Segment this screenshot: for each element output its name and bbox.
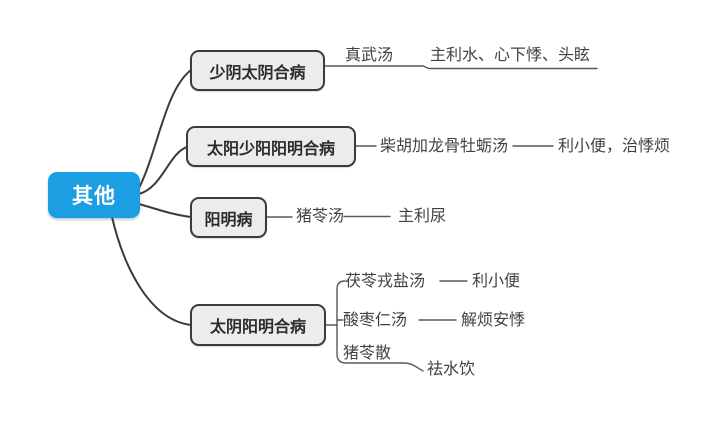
leaf-node-zhenwutang[interactable]: 真武汤 <box>345 47 394 64</box>
connector-root-to-branch-4 <box>111 216 192 326</box>
connector-root-to-branch-1 <box>138 69 192 189</box>
root-node-label: 其他 <box>72 185 116 208</box>
leaf-node-fuling-rongyantang-effect[interactable]: 利小便 <box>472 273 521 290</box>
connector-branch4-bracket-top <box>336 280 346 326</box>
connector-zhenwutang-to-effect <box>422 65 598 70</box>
branch-node-label: 太阳少阳阳明合病 <box>206 140 335 158</box>
branch-node-taiyin-yangming[interactable]: 太阴阳明合病 <box>190 304 326 346</box>
leaf-node-zhenwutang-effect[interactable]: 主利水、心下悸、头眩 <box>430 47 591 64</box>
leaf-node-suanzaorentang-effect[interactable]: 解烦安悸 <box>461 312 526 329</box>
leaf-node-zhulingsan-effect[interactable]: 祛水饮 <box>427 361 476 378</box>
leaf-node-zhulingtang[interactable]: 猪苓汤 <box>296 208 345 225</box>
connector-root-to-branch-2 <box>138 146 188 195</box>
branch-node-yangming[interactable]: 阳明病 <box>190 197 267 238</box>
leaf-node-fuling-rongyantang[interactable]: 茯苓戎盐汤 <box>345 273 426 290</box>
leaf-node-suanzaorentang[interactable]: 酸枣仁汤 <box>343 312 408 329</box>
leaf-node-zhulingtang-effect[interactable]: 主利尿 <box>398 208 447 225</box>
leaf-node-chaihutang-effect[interactable]: 利小便，治悸烦 <box>558 138 671 155</box>
branch-node-label: 阳明病 <box>204 211 253 229</box>
leaf-node-chaihu-longgu-mulitang[interactable]: 柴胡加龙骨牡蛎汤 <box>380 138 509 155</box>
leaf-node-zhulingsan[interactable]: 猪苓散 <box>343 345 392 362</box>
branch-node-label: 少阴太阴合病 <box>209 64 306 82</box>
connector-root-to-branch-3 <box>138 203 192 218</box>
branch-node-label: 太阴阳明合病 <box>209 319 306 336</box>
branch-node-taiyang-shaoyang-yangming[interactable]: 太阳少阳阳明合病 <box>186 126 356 167</box>
branch-node-shaoyin-taiyin[interactable]: 少阴太阴合病 <box>190 50 325 91</box>
root-node-other[interactable]: 其他 <box>48 172 140 218</box>
connector-branch4-bracket-bottom <box>336 324 424 372</box>
